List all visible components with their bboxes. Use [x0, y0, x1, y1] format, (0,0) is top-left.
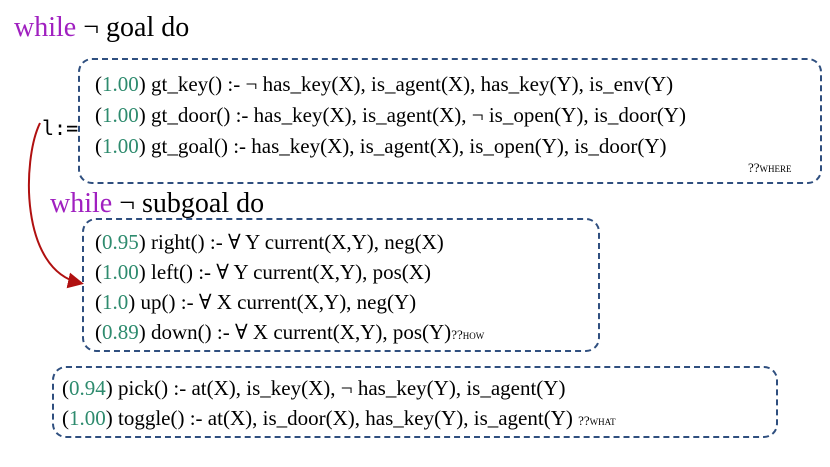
how-tag: ??how — [451, 327, 485, 342]
where-rule-2-weight: 1.00 — [102, 103, 139, 127]
what-rule-1-text: pick() :- at(X), is_key(X), ¬ has_key(Y)… — [118, 376, 566, 400]
outer-while-keyword: while — [14, 12, 77, 43]
what-rule-1-weight: 0.94 — [69, 376, 106, 400]
what-rule-2-weight: 1.00 — [69, 406, 106, 430]
what-rule-2-text: toggle() :- at(X), is_door(X), has_key(Y… — [118, 406, 573, 430]
how-rule-3: (1.0) up() :- ∀ X current(X,Y), neg(Y) — [95, 290, 417, 314]
where-rule-3: (1.00) gt_goal() :- has_key(X), is_agent… — [95, 134, 667, 158]
where-rule-3-weight: 1.00 — [102, 134, 139, 158]
where-rule-1-text: gt_key() :- ¬ has_key(X), is_agent(X), h… — [151, 72, 674, 96]
how-rule-2-weight: 1.00 — [102, 260, 139, 284]
how-rule-4-text: down() :- ∀ X current(X,Y), pos(Y) — [151, 320, 452, 344]
how-rule-4-weight: 0.89 — [102, 320, 139, 344]
what-rule-1: (0.94) pick() :- at(X), is_key(X), ¬ has… — [62, 376, 566, 400]
what-rule-box — [52, 366, 778, 438]
where-rule-2: (1.00) gt_door() :- has_key(X), is_agent… — [95, 103, 686, 127]
where-rule-1: (1.00) gt_key() :- ¬ has_key(X), is_agen… — [95, 72, 674, 96]
inner-while-line: while ¬ subgoal do — [50, 188, 264, 220]
where-rule-3-text: gt_goal() :- has_key(X), is_agent(X), is… — [151, 134, 667, 158]
how-rule-4: (0.89) down() :- ∀ X current(X,Y), pos(Y… — [95, 320, 485, 344]
arrow-path — [28, 122, 84, 289]
inner-while-condition: ¬ subgoal do — [119, 188, 265, 219]
where-tag: ??where — [748, 160, 792, 175]
how-rule-1-text: right() :- ∀ Y current(X,Y), neg(X) — [151, 230, 444, 254]
what-tag: ??what — [578, 413, 616, 428]
where-rule-box — [78, 58, 822, 184]
how-rule-1-weight: 0.95 — [102, 230, 139, 254]
how-rule-3-text: up() :- ∀ X current(X,Y), neg(Y) — [140, 290, 417, 314]
assign-label: l:= — [42, 116, 79, 140]
how-rule-3-weight: 1.0 — [102, 290, 129, 314]
how-rule-1: (0.95) right() :- ∀ Y current(X,Y), neg(… — [95, 230, 444, 254]
how-rule-2-text: left() :- ∀ Y current(X,Y), pos(X) — [151, 260, 431, 284]
where-rule-2-text: gt_door() :- has_key(X), is_agent(X), ¬ … — [151, 103, 686, 127]
where-rule-1-weight: 1.00 — [102, 72, 139, 96]
how-rule-2: (1.00) left() :- ∀ Y current(X,Y), pos(X… — [95, 260, 431, 284]
what-rule-2: (1.00) toggle() :- at(X), is_door(X), ha… — [62, 406, 616, 430]
outer-while-condition: ¬ goal do — [83, 12, 190, 43]
outer-while-line: while ¬ goal do — [14, 12, 189, 44]
inner-while-keyword: while — [50, 188, 113, 219]
